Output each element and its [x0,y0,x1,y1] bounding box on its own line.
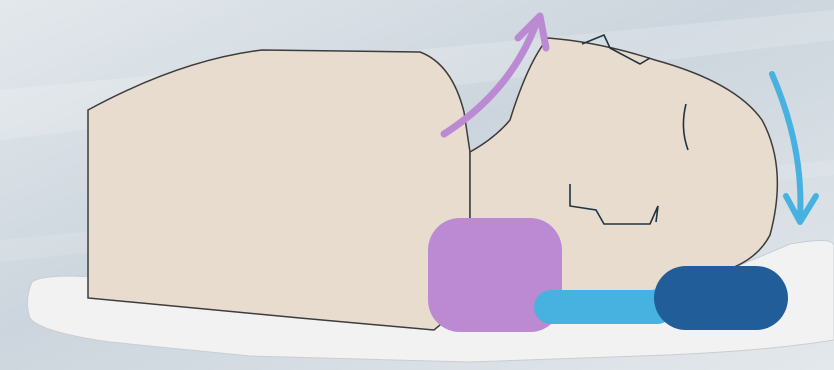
torso [88,50,470,330]
head-roll [654,266,788,330]
light-blue-bar [534,290,674,324]
